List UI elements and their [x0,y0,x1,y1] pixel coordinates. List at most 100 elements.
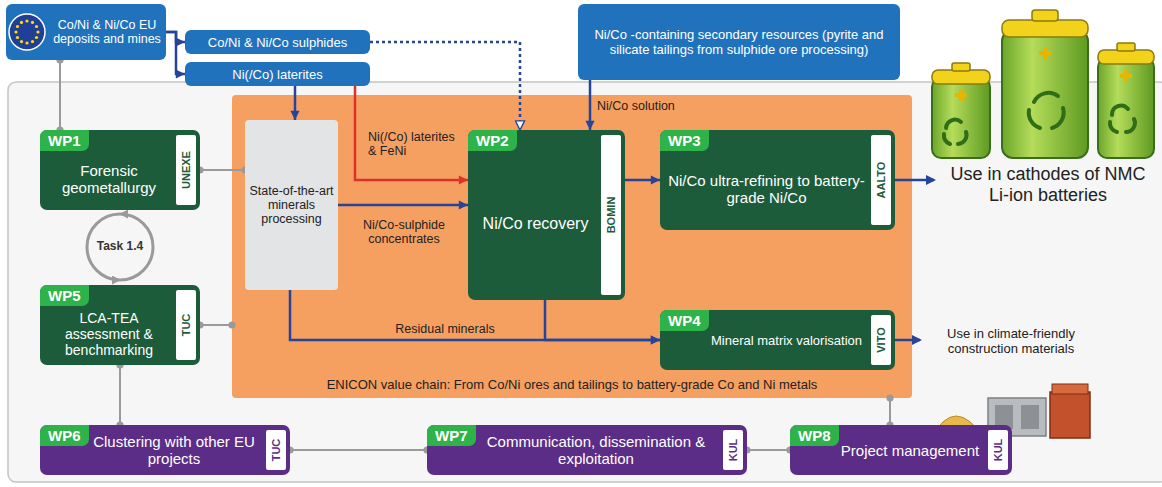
box-text: Ni/Co recovery [474,154,597,294]
battery-cap [1002,20,1088,37]
partner-name: TUC [270,439,282,462]
resource-box: Ni(/Co) laterites [185,62,370,86]
battery-terminal [1117,43,1135,51]
work-package-box: WP6Clustering with other EU projects TUC [40,425,290,475]
partner-name: KUL [992,439,1004,462]
flag-star [35,36,38,39]
box-text: Clustering with other EU projects [86,428,262,472]
work-package-number: WP3 [660,130,709,151]
flag-star [16,25,19,28]
work-package-number: WP7 [427,425,476,446]
work-package-box: WP8Project management KUL [790,425,1012,475]
box-text: State-of-the-art minerals processing [245,184,338,226]
battery [932,78,990,158]
box-text: Ni/Co -containing secondary resources (p… [578,27,900,57]
flow-connector [290,449,427,451]
flow-label: Ni/Co solution [597,99,692,113]
flow-label: Residual minerals [370,322,520,336]
flag-star [14,30,17,33]
panel-caption: ENICON value chain: From Co/Ni ores and … [242,377,902,392]
value-chain-panel [232,95,912,398]
flow-connector [200,169,245,171]
partner-name: AALTO [875,162,887,199]
output-label: Use in climate-friendly construction mat… [926,326,1096,356]
box-text: Co/Ni & Ni/Co sulphides [208,35,347,50]
battery-cap [1098,50,1154,64]
flag-star [25,41,28,44]
flag-star [20,40,23,43]
flag-star [20,21,23,24]
work-package-number: WP5 [40,285,89,306]
value-chain-panel: State-of-the-art minerals processingWP2N… [232,95,912,398]
brick-top [1052,384,1088,394]
flag-star [31,21,34,24]
flow-connector [370,42,520,130]
flow-connector [59,60,61,130]
box-text: Communication, dissemination & exploitat… [473,428,719,472]
flow-label: Ni(/Co) laterites & FeNi [368,130,466,158]
block-hole [1021,405,1039,429]
box-text: Ni(/Co) laterites [232,67,322,82]
task-label: Task 1.4 [86,239,154,253]
flag-star [16,36,19,39]
work-package-box: WP5LCA-TEA assessment & benchmarking TUC [40,285,200,365]
battery [1098,58,1154,158]
battery [1002,30,1088,158]
work-package-box: WP2Ni/Co recovery BOMIN [468,130,625,300]
brick [1050,392,1090,438]
flag-disc [9,14,45,50]
battery-terminal [952,63,970,71]
flag-star [25,19,28,22]
eu-flag [8,13,46,51]
flow-label: Ni/Co-sulphide concentrates [343,218,465,246]
box-text: Project management [836,428,984,472]
flow-connector [166,32,185,74]
partner-name: BOMIN [605,197,617,234]
flow-connector [625,179,660,182]
flow-connector [200,324,232,326]
flag-star [36,30,39,33]
work-package-box: WP7Communication, dissemination & exploi… [427,425,747,475]
partner-name: UNEXE [180,151,192,189]
work-package-number: WP8 [790,425,839,446]
recycle-symbol [944,93,1135,144]
work-package-box: WP3Ni/Co ultra-refining to battery-grade… [660,130,895,230]
plus-sign [1120,70,1132,82]
resource-box: Ni/Co -containing secondary resources (p… [578,4,900,80]
partner-name: KUL [727,439,739,462]
work-package-box: WP1Forensic geometallurgy UNEXE [40,130,200,210]
box-text: LCA-TEA assessment & benchmarking [46,309,172,359]
battery-cap [932,70,990,84]
flow-connector [889,398,891,425]
work-package-number: WP4 [660,310,709,331]
box-text: Forensic geometallurgy [46,154,172,204]
arrowhead [912,335,922,345]
work-package-number: WP1 [40,130,89,151]
box-text: Ni/Co ultra-refining to battery-grade Ni… [666,154,867,224]
work-package-number: WP6 [40,425,89,446]
flow-connector [747,449,790,451]
output-label: Use in cathodes of NMC Li-ion batteries [938,164,1158,206]
plus-sign [955,89,967,101]
process-box: State-of-the-art minerals processing [245,120,338,290]
box-text: Mineral matrix valorisation [706,313,867,367]
arrowhead [926,175,936,185]
flow-connector [294,86,297,120]
source-box: Co/Ni & Ni/Co EU deposits and mines [6,4,166,60]
flag-star [31,40,34,43]
partner-name: TUC [180,314,192,337]
work-package-number: WP2 [468,130,517,151]
flow-connector [589,80,592,130]
work-package-box: WP4Mineral matrix valorisation VITO [660,310,895,370]
flag-star [35,25,38,28]
box-text: Co/Ni & Ni/Co EU deposits and mines [48,18,166,46]
flow-connector [338,204,468,207]
flow-connector [355,86,468,180]
partner-name: VITO [875,327,887,352]
battery-terminal [1032,10,1058,21]
resource-box: Co/Ni & Ni/Co sulphides [185,30,370,54]
flow-connector [119,365,121,425]
plus-sign [1039,47,1051,59]
battery-illustration [932,10,1154,158]
